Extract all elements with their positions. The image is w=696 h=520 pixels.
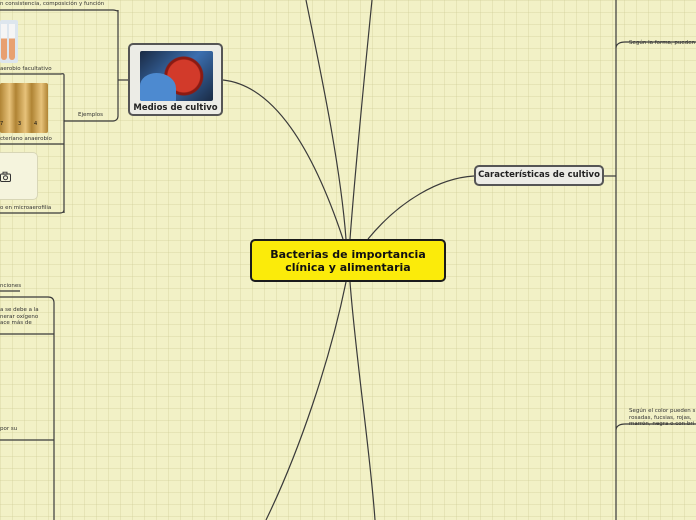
jar-number-1: 7: [0, 121, 3, 127]
label-ejemplos[interactable]: Ejemplos: [78, 112, 103, 118]
label-por-su[interactable]: por su: [0, 426, 17, 432]
petri-dish-photo: [140, 51, 213, 101]
branch-caracteristicas: [368, 176, 474, 239]
jar-number-3: 4: [34, 121, 37, 127]
label-segun-forma[interactable]: Según la forma, pueden: [629, 40, 695, 46]
central-topic-title: Bacterias de importancia clínica y alime…: [252, 248, 444, 274]
label-oxigeno[interactable]: a se debe a la nerar oxígeno ace más de: [0, 307, 39, 327]
branch-bottom-left: [266, 282, 346, 520]
label-segun-color[interactable]: Según el color pueden s rosadas, fucsias…: [629, 408, 695, 428]
label-funciones[interactable]: nciones: [0, 283, 21, 289]
label-anaerobio[interactable]: cteriano anaerobio: [0, 136, 52, 142]
topic-caracteristicas-label: Características de cultivo: [478, 170, 600, 180]
branch-medios: [223, 80, 343, 239]
topic-caracteristicas-de-cultivo[interactable]: Características de cultivo: [474, 165, 604, 186]
branch-top-left: [306, 0, 346, 239]
branch-bottom-right: [350, 282, 375, 520]
topic-medios-de-cultivo[interactable]: Medios de cultivo: [128, 43, 223, 116]
test-tubes-image: [0, 20, 18, 63]
image-placeholder-card[interactable]: [0, 152, 38, 200]
jar-number-2: 3: [18, 121, 21, 127]
branch-top-right: [350, 0, 372, 239]
label-aerobio-facultativo[interactable]: aerobio facultativo: [0, 66, 52, 72]
anaerobic-jars-image: 7 3 4: [0, 83, 48, 133]
label-consistencia[interactable]: n consistencia, composición y función: [0, 1, 104, 7]
camera-icon: [0, 171, 12, 183]
label-microaerofilia[interactable]: o en microaerofilia: [0, 205, 51, 211]
central-topic[interactable]: Bacterias de importancia clínica y alime…: [250, 239, 446, 282]
topic-medios-label: Medios de cultivo: [130, 103, 221, 113]
